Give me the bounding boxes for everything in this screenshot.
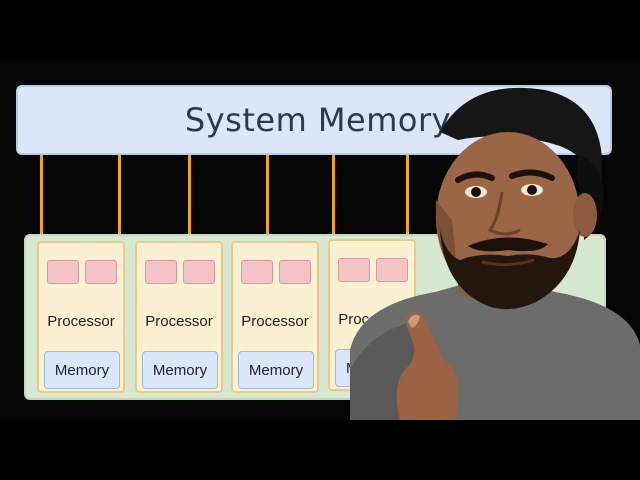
cache-block bbox=[145, 260, 177, 284]
mustache bbox=[468, 237, 548, 252]
hand bbox=[396, 311, 459, 420]
ear bbox=[573, 193, 597, 237]
cache-block bbox=[85, 260, 117, 284]
cap bbox=[440, 87, 602, 190]
processor-label: Processor bbox=[47, 313, 115, 330]
mouth bbox=[481, 258, 535, 267]
bus-line bbox=[40, 155, 43, 234]
cache-block bbox=[47, 260, 79, 284]
presenter-photo bbox=[350, 87, 640, 420]
local-memory-chip: Memory bbox=[238, 351, 314, 389]
pupil bbox=[471, 187, 481, 197]
bus-line bbox=[266, 155, 269, 234]
bus-line bbox=[188, 155, 191, 234]
local-memory-chip: Memory bbox=[142, 351, 218, 389]
memory-label: Memory bbox=[248, 361, 304, 379]
bus-line bbox=[406, 155, 409, 234]
processor-label: Processor bbox=[145, 313, 213, 330]
cache-block bbox=[338, 258, 370, 282]
bus-line bbox=[118, 155, 121, 234]
memory-label: Memory bbox=[54, 361, 110, 379]
processor-card: Processor Memory bbox=[231, 241, 319, 393]
eyebrow bbox=[455, 171, 495, 183]
nose bbox=[487, 191, 521, 236]
processor-label: Processor bbox=[241, 313, 309, 330]
local-memory-chip: Memory bbox=[44, 351, 120, 389]
cache-block bbox=[183, 260, 215, 284]
letterbox-bottom bbox=[0, 420, 640, 480]
cache-block bbox=[241, 260, 273, 284]
processor-card: Processor Memory bbox=[37, 241, 125, 393]
eyebrow bbox=[509, 169, 555, 181]
cache-block bbox=[279, 260, 311, 284]
fingernail bbox=[408, 314, 420, 328]
processor-card: Processor Memory bbox=[135, 241, 223, 393]
letterbox-top bbox=[0, 0, 640, 60]
system-memory-label: System Memory bbox=[184, 101, 452, 139]
bus-line bbox=[332, 155, 335, 234]
cache-block bbox=[376, 258, 408, 282]
pupil bbox=[527, 185, 537, 195]
beard bbox=[440, 230, 580, 310]
memory-label: Memory bbox=[152, 361, 208, 379]
